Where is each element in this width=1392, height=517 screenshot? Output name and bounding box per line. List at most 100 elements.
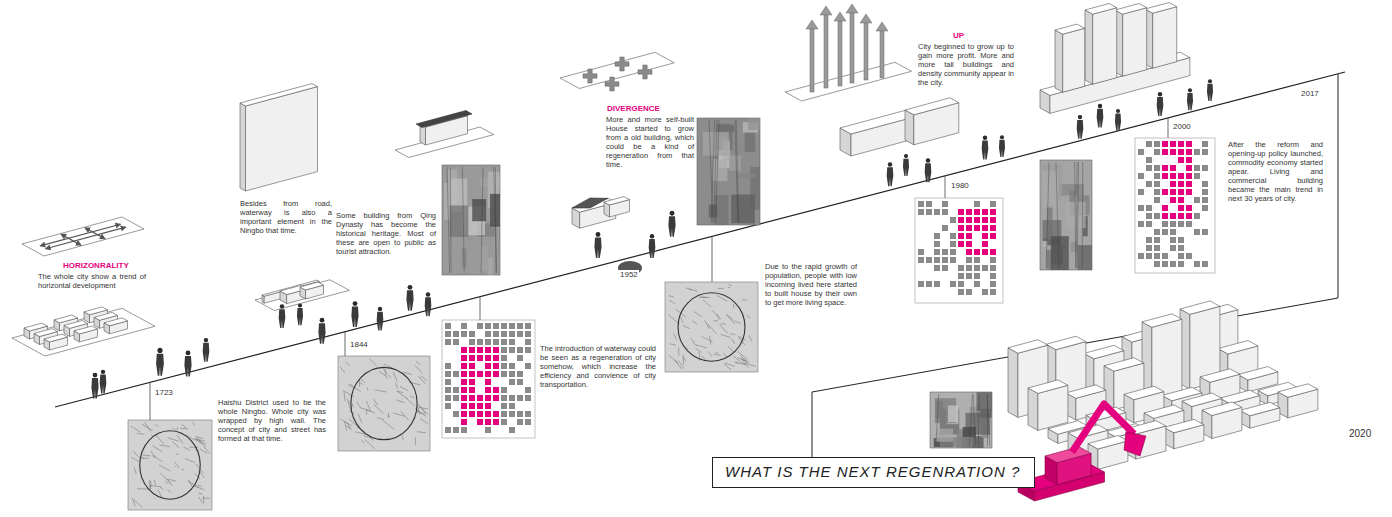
photo-patch — [737, 173, 756, 177]
building-block — [525, 347, 531, 353]
map-street — [393, 372, 397, 382]
map-street — [692, 342, 697, 346]
map-street — [699, 297, 710, 298]
building-block — [1162, 221, 1168, 227]
building-block — [1186, 221, 1192, 227]
map-street — [204, 447, 210, 454]
arrow-shaft — [810, 28, 814, 92]
photo-line — [1075, 162, 1076, 268]
building-block — [1154, 197, 1160, 203]
building-block — [1146, 181, 1152, 187]
building-block — [1154, 245, 1160, 251]
person-body — [377, 312, 384, 331]
map-street — [198, 493, 202, 494]
map-street — [142, 424, 153, 431]
person-figure — [925, 158, 932, 182]
person-head — [1188, 88, 1192, 92]
map-street — [418, 376, 426, 384]
building-block — [974, 201, 980, 207]
building-block — [485, 339, 491, 345]
highlight-block — [1178, 149, 1184, 155]
map-street — [168, 438, 179, 441]
person-head — [353, 301, 358, 306]
map-street — [374, 399, 378, 405]
map-street — [712, 310, 721, 319]
building-block — [517, 355, 523, 361]
tower-block — [1115, 4, 1147, 77]
map-street — [418, 405, 420, 414]
highlight-block — [469, 363, 475, 369]
map-street — [745, 363, 756, 366]
building-block — [1154, 149, 1160, 155]
mid-rise-block — [840, 110, 916, 156]
building-block — [445, 371, 451, 377]
map-street — [721, 334, 731, 337]
description-text: Besides from road, waterway is also a im… — [240, 199, 332, 235]
person-figure — [377, 307, 384, 331]
person-figure — [1157, 92, 1164, 116]
person-figure — [184, 351, 191, 377]
year-marker: 1952 — [619, 270, 639, 280]
map-street — [180, 428, 188, 429]
highlight-block — [1186, 205, 1192, 211]
building-block — [485, 427, 491, 433]
description-text: Haishu District used to be the whole Nin… — [218, 398, 326, 443]
person-body — [203, 343, 210, 362]
highlight-block — [477, 411, 483, 417]
map-street — [738, 351, 748, 360]
building-block — [1194, 229, 1200, 235]
direction-arrow — [85, 228, 105, 239]
box-front — [1123, 8, 1147, 77]
box-top — [1028, 380, 1068, 394]
person-body — [156, 354, 164, 376]
photo-line — [709, 120, 713, 223]
arrow-shaft — [850, 12, 854, 83]
building-block — [1146, 245, 1152, 251]
map-street — [703, 300, 711, 307]
highlight-block — [493, 371, 499, 377]
building-block — [982, 265, 988, 271]
building-block — [517, 371, 523, 377]
map-street — [418, 404, 425, 414]
person-figure — [1187, 88, 1193, 110]
map-street — [400, 387, 408, 391]
highlight-block — [1178, 173, 1184, 179]
highlight-block — [966, 241, 972, 247]
city-block — [1088, 436, 1128, 470]
courtyard-platform — [255, 280, 349, 311]
person-body — [999, 140, 1005, 157]
figure-ground-map — [1135, 138, 1215, 273]
person-head — [983, 136, 987, 140]
building-block — [493, 331, 499, 337]
building-block — [501, 403, 507, 409]
highlight-block — [966, 225, 972, 231]
building-block — [982, 289, 988, 295]
map-street — [410, 396, 414, 398]
building-block — [1154, 165, 1160, 171]
highlight-block — [485, 403, 491, 409]
building-block — [934, 249, 940, 255]
building-block — [1170, 261, 1176, 267]
highlight-block — [485, 363, 491, 369]
building-block — [974, 281, 980, 287]
person-figure — [903, 154, 909, 176]
plane-surface — [255, 280, 349, 311]
building-block — [918, 201, 924, 207]
highlight-block — [1178, 157, 1184, 163]
building-block — [501, 411, 507, 417]
plane-surface — [12, 308, 155, 356]
building-block — [1162, 229, 1168, 235]
box-top — [1085, 4, 1117, 15]
photo-line — [447, 167, 450, 273]
map-frame — [665, 282, 758, 372]
box-side — [1055, 30, 1063, 92]
highlight-block — [990, 209, 996, 215]
building-block — [926, 201, 932, 207]
city-wall-outline — [678, 293, 745, 361]
photo-line — [735, 120, 738, 223]
person-head — [670, 211, 675, 216]
person-head — [1158, 92, 1162, 96]
growth-arrow — [876, 22, 888, 78]
building-block — [974, 265, 980, 271]
map-street — [415, 437, 416, 445]
